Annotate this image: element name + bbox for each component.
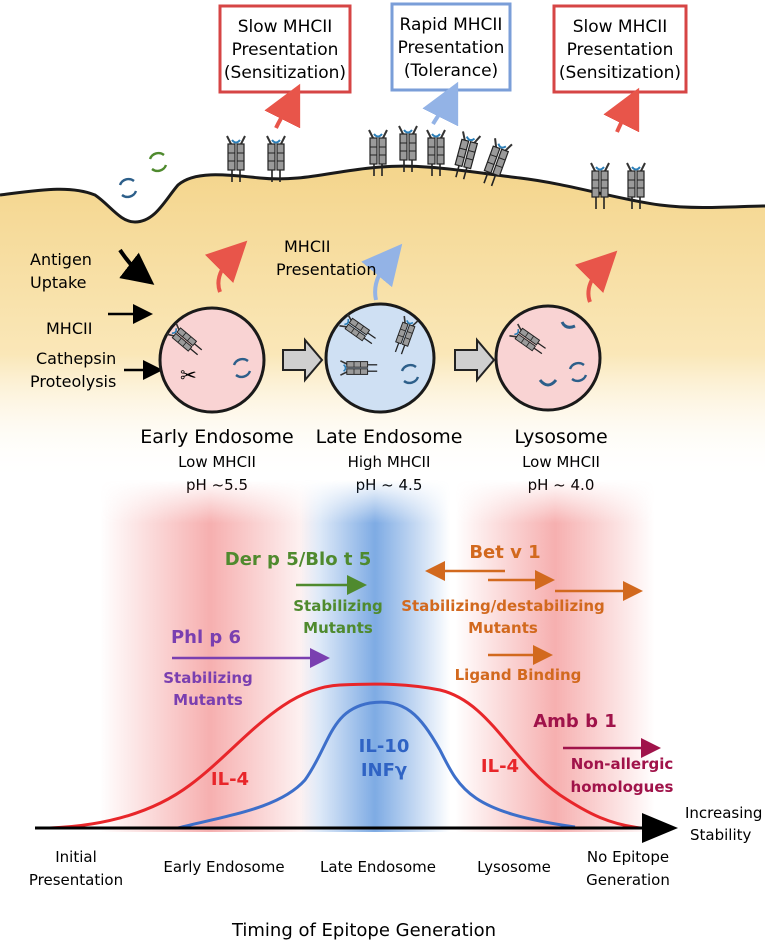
late-endosome [324, 302, 436, 414]
ligand-binding-label: Ligand Binding [455, 666, 582, 684]
top-box-3: Slow MHCII Presentation (Sensitization) [552, 4, 688, 94]
tick-no-epitope-1: No Epitope [587, 848, 669, 866]
uptake-arrow [118, 248, 155, 285]
cathepsin-label-2: Proteolysis [30, 372, 116, 391]
presentation-arrows [204, 81, 640, 303]
axis-title: Timing of Epitope Generation [231, 920, 496, 941]
late-endosome-mhc: High MHCII [348, 453, 431, 471]
axis-ticks: Initial Presentation Early Endosome Late… [29, 848, 670, 889]
il10-label: IL-10 [359, 736, 410, 757]
infg-label: INFγ [361, 760, 407, 781]
top-box-1-line2: Presentation [232, 40, 339, 60]
der-p5-note-1: Stabilizing [293, 597, 383, 615]
top-box-2-line1: Rapid MHCII [400, 15, 503, 35]
tick-initial-1: Initial [55, 848, 97, 866]
presentation-label-1: MHCII [284, 237, 330, 256]
antigen-icon [118, 151, 168, 199]
antigen-uptake-label-2: Uptake [30, 273, 86, 292]
der-p5-note-2: Mutants [303, 619, 373, 637]
phl-p6-note-1: Stabilizing [163, 669, 253, 687]
scissors-icon: ✂ [180, 365, 197, 387]
tick-initial-2: Presentation [29, 871, 123, 889]
top-box-1-line3: (Sensitization) [224, 63, 346, 83]
bet-v1-note-2: Mutants [468, 619, 538, 637]
il10-curve [177, 700, 576, 830]
il4-right-label: IL-4 [481, 756, 519, 777]
top-box-3-line2: Presentation [567, 40, 674, 60]
top-box-1-line1: Slow MHCII [238, 17, 333, 37]
early-endosome-label: Early Endosome [140, 426, 293, 448]
top-box-3-line1: Slow MHCII [573, 17, 668, 37]
late-endosome-label: Late Endosome [316, 426, 463, 448]
top-box-2: Rapid MHCII Presentation (Tolerance) [390, 2, 512, 92]
top-box-2-line3: (Tolerance) [404, 61, 498, 81]
top-box-1: Slow MHCII Presentation (Sensitization) [218, 4, 352, 94]
lysosome-mhc: Low MHCII [522, 453, 600, 471]
tick-no-epitope-2: Generation [586, 871, 670, 889]
tick-lysosome: Lysosome [477, 858, 551, 876]
bet-v1-label: Bet v 1 [469, 542, 540, 563]
axis-label-2: Stability [690, 826, 752, 844]
early-endosome-mhc: Low MHCII [178, 453, 256, 471]
lysosome [494, 304, 602, 412]
phl-p6-note-2: Mutants [173, 691, 243, 709]
der-p5-label: Der p 5/Blo t 5 [225, 549, 371, 570]
tick-late: Late Endosome [320, 858, 436, 876]
top-box-3-line3: (Sensitization) [559, 63, 681, 83]
amb-b1-note-2: homologues [571, 778, 674, 796]
il4-curve [49, 682, 641, 830]
presentation-label-2: Presentation [276, 260, 376, 279]
il4-left-label: IL-4 [211, 769, 249, 790]
lysosome-label: Lysosome [514, 426, 607, 448]
compartment-bands [100, 480, 655, 832]
bet-v1-note-1: Stabilizing/destabilizing [401, 597, 605, 615]
mhcii-label: MHCII [46, 319, 92, 338]
amb-b1-label: Amb b 1 [533, 711, 617, 732]
progression-arrows [282, 337, 496, 383]
top-box-2-line2: Presentation [398, 38, 505, 58]
amb-b1-note-1: Non-allergic [571, 755, 674, 773]
phl-p6-label: Phl p 6 [171, 627, 241, 648]
antigen-uptake-label-1: Antigen [30, 250, 92, 269]
early-endosome: ✂ [158, 306, 266, 414]
tick-early: Early Endosome [163, 858, 284, 876]
axis-label-1: Increasing [685, 804, 762, 822]
cathepsin-label-1: Cathepsin [36, 349, 116, 368]
